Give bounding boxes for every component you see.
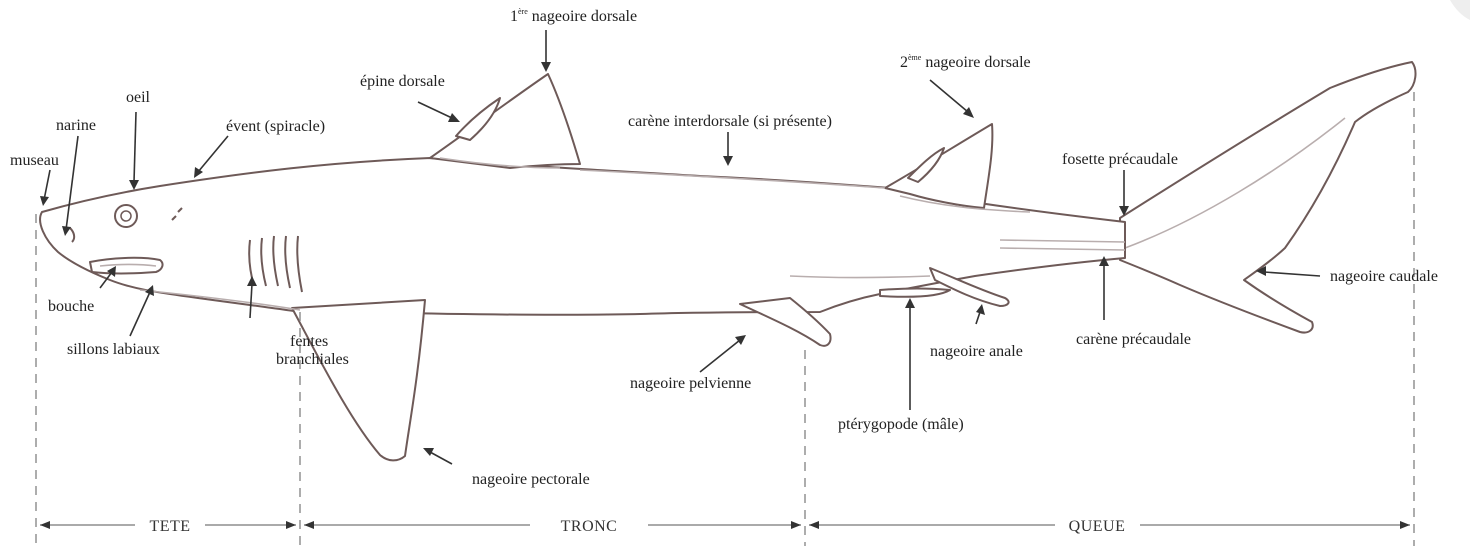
label-clasper: ptérygopode (mâle): [838, 416, 964, 433]
label-first-dorsal-fin: 1ère nageoire dorsale: [510, 7, 637, 25]
label-mouth: bouche: [48, 298, 94, 315]
label-snout: museau: [10, 152, 59, 169]
label-nostril: narine: [56, 117, 96, 134]
section-brackets: [40, 521, 1410, 529]
section-queue: QUEUE: [1069, 518, 1126, 535]
label-gill-slits-line1: fentes: [290, 333, 328, 350]
label-interdorsal-keel: carène interdorsale (si présente): [628, 113, 832, 130]
label-precaudal-keel: carène précaudale: [1076, 331, 1191, 348]
corner-decoration: [1450, 0, 1470, 20]
label-gill-slits-line2: branchiales: [276, 351, 349, 368]
section-tronc: TRONC: [561, 518, 618, 535]
label-spiracle: évent (spiracle): [226, 118, 325, 135]
pectoral-fin: [292, 300, 425, 460]
label-second-dorsal-fin: 2ème nageoire dorsale: [900, 53, 1031, 71]
label-eye: oeil: [126, 89, 151, 106]
label-pectoral-fin: nageoire pectorale: [472, 471, 590, 488]
label-pelvic-fin: nageoire pelvienne: [630, 375, 751, 392]
section-dividers: [36, 92, 1414, 546]
eye: [115, 205, 137, 227]
label-dorsal-spine: épine dorsale: [360, 73, 445, 90]
clasper: [880, 289, 950, 297]
label-labial-furrows: sillons labiaux: [67, 341, 160, 358]
caudal-fin: [1120, 62, 1415, 333]
label-caudal-fin: nageoire caudale: [1330, 268, 1438, 285]
label-anal-fin: nageoire anale: [930, 343, 1023, 360]
label-precaudal-pit: fosette précaudale: [1062, 151, 1178, 168]
section-tete: TETE: [149, 518, 190, 535]
